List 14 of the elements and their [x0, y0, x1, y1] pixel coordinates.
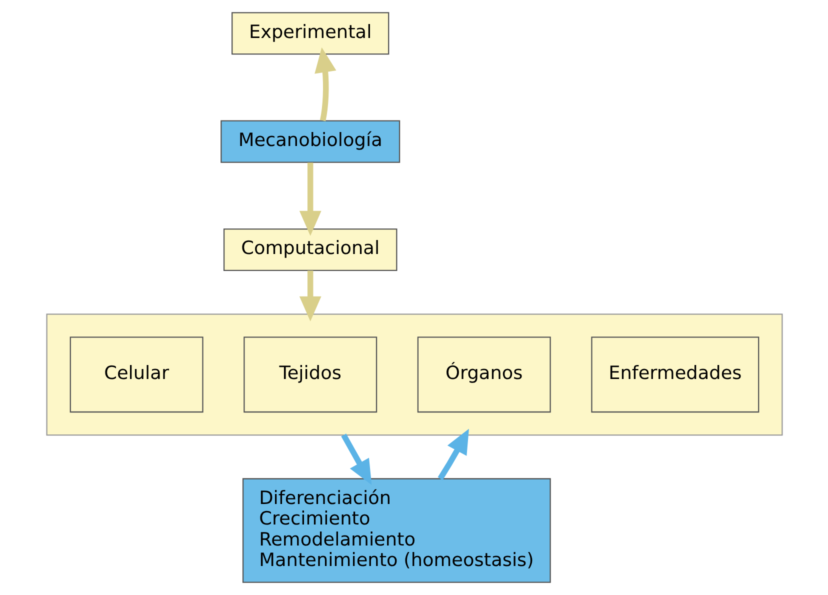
arrow	[314, 47, 336, 122]
node-box: Órganos	[416, 336, 550, 413]
node-box: Tejidos	[243, 336, 377, 413]
node-box: Enfermedades	[590, 336, 759, 413]
node-box: Computacional	[222, 228, 397, 272]
arrow	[437, 428, 468, 480]
node-box: Celular	[69, 336, 203, 413]
arrow	[298, 162, 321, 236]
node-box: Diferenciación Crecimiento Remodelamiento Mantenimiento (homeostasis)	[242, 478, 550, 583]
cluster	[46, 314, 782, 436]
node-box: Experimental	[231, 12, 389, 55]
arrow	[298, 270, 321, 322]
arrow	[340, 434, 372, 485]
node-box: Mecanobiología	[220, 120, 400, 163]
